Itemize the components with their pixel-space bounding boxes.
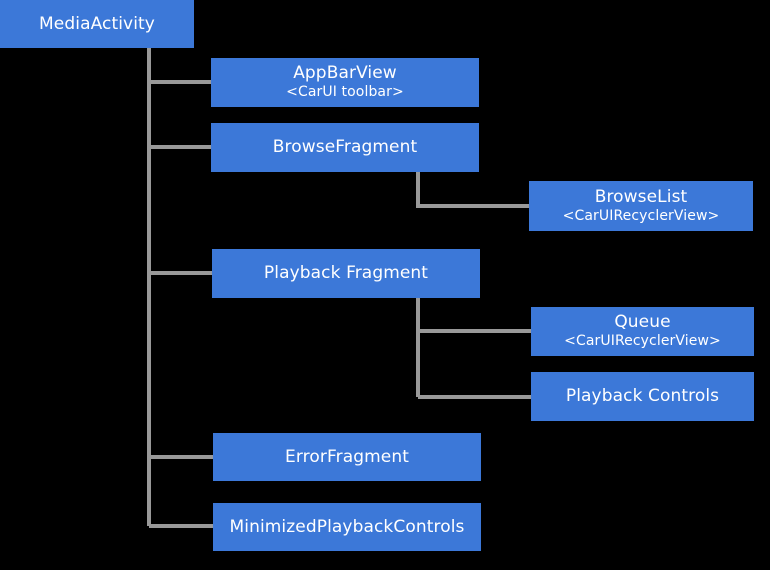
node-title-app-bar-view: AppBarView <box>293 63 397 84</box>
node-minimized-playback-controls[interactable]: MinimizedPlaybackControls <box>213 503 481 551</box>
node-title-minimized-playback-controls: MinimizedPlaybackControls <box>229 516 465 537</box>
node-title-queue: Queue <box>614 312 671 333</box>
node-playback-fragment[interactable]: Playback Fragment <box>212 249 480 298</box>
node-title-browse-fragment: BrowseFragment <box>272 137 418 158</box>
connector-browse-fragment-branch <box>416 172 529 208</box>
node-error-fragment[interactable]: ErrorFragment <box>213 433 481 481</box>
node-browse-list[interactable]: BrowseList<CarUIRecyclerView> <box>529 181 753 231</box>
node-title-playback-controls: Playback Controls <box>565 386 720 407</box>
node-app-bar-view[interactable]: AppBarView<CarUI toolbar> <box>211 58 479 107</box>
node-title-browse-list: BrowseList <box>594 186 688 207</box>
node-media-activity[interactable]: MediaActivity <box>0 0 194 48</box>
node-subtitle-app-bar-view: <CarUI toolbar> <box>286 84 404 101</box>
node-queue[interactable]: Queue<CarUIRecyclerView> <box>531 307 754 356</box>
node-playback-controls[interactable]: Playback Controls <box>531 372 754 421</box>
node-title-playback-fragment: Playback Fragment <box>263 263 429 284</box>
node-subtitle-queue: <CarUIRecyclerView> <box>564 333 721 350</box>
node-title-error-fragment: ErrorFragment <box>285 446 409 467</box>
node-browse-fragment[interactable]: BrowseFragment <box>211 123 479 172</box>
node-subtitle-browse-list: <CarUIRecyclerView> <box>562 207 720 224</box>
node-title-media-activity: MediaActivity <box>39 13 155 34</box>
